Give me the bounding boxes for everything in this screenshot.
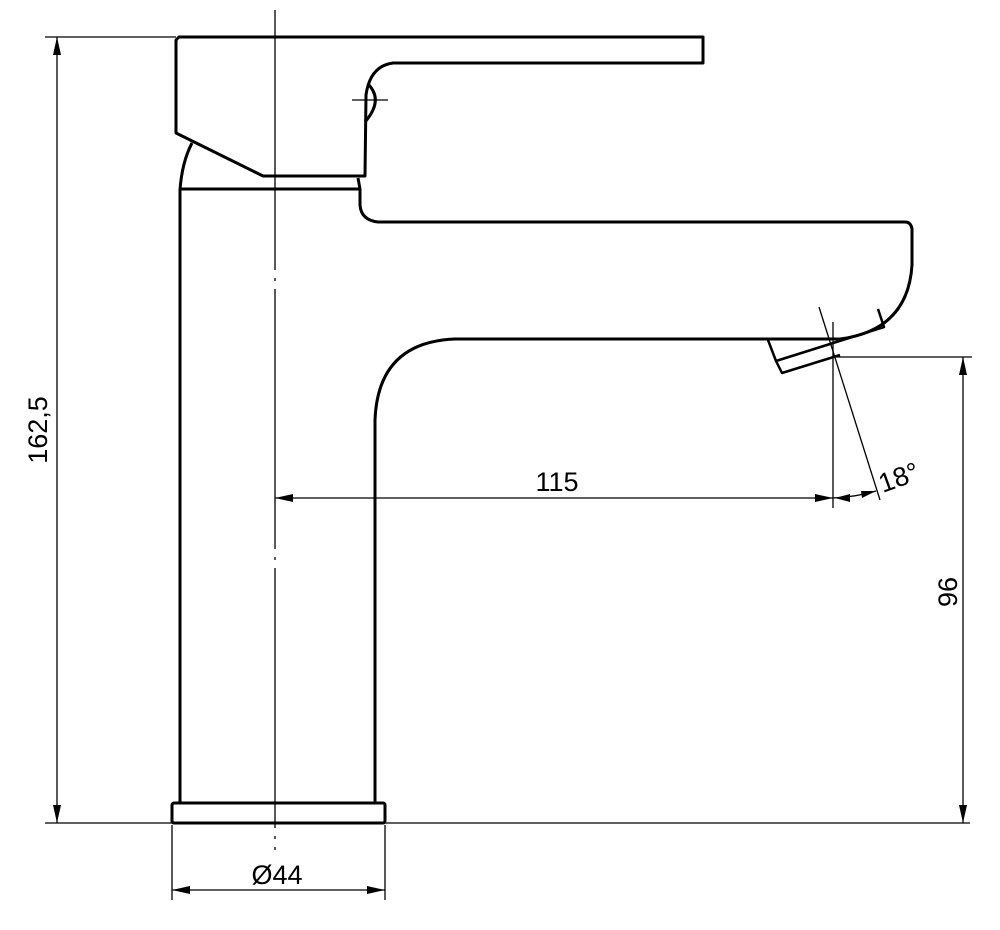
total-height-label: 162,5 [23, 396, 53, 464]
spout-axis [818, 306, 881, 501]
tap-base [170, 801, 387, 825]
angle-label: 18° [875, 456, 924, 498]
reach-label: 115 [535, 467, 578, 497]
handle-pivot [363, 82, 377, 123]
body-cap [178, 142, 362, 191]
diameter-label: Ø44 [251, 860, 302, 890]
aerator [766, 308, 886, 375]
arrowheads [835, 491, 876, 502]
spout-height-label: 96 [933, 577, 963, 607]
lever-handle [174, 35, 705, 178]
tap-body [178, 189, 914, 803]
